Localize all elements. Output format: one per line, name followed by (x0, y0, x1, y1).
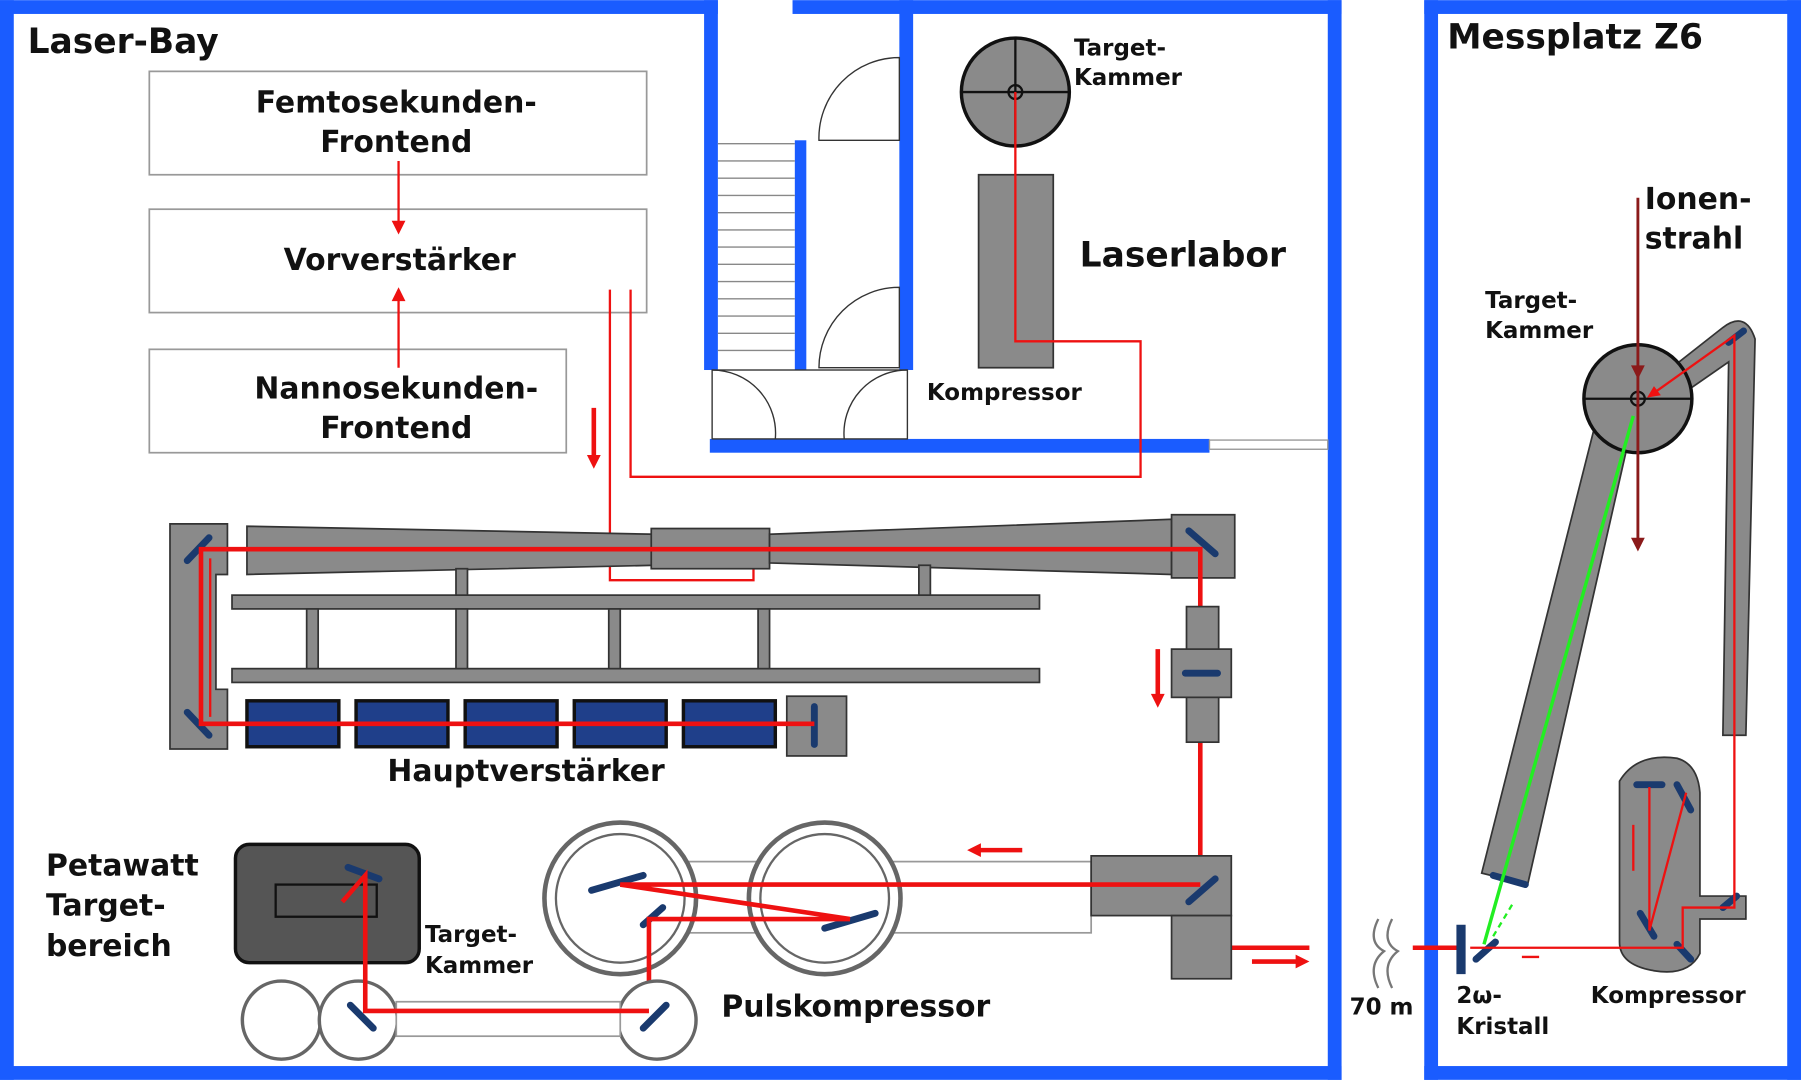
nanno-label-2: Frontend (320, 411, 472, 446)
stairwell (711, 56, 909, 440)
distance-label: 70 m (1350, 994, 1414, 1020)
target-kammer-z6-label-1: Target- (1485, 288, 1577, 314)
vorverstaerker-label: Vorverstärker (284, 243, 516, 278)
ionen-label-1: Ionen- (1645, 182, 1752, 217)
petawatt-label-1: Petawatt (46, 848, 199, 883)
petawatt-label-2: Target- (46, 889, 166, 924)
target-kammer-pw-label-2: Kammer (425, 953, 534, 979)
messplatz-equipment: Ionen- strahl Target- Kammer 2ω- Kristal… (1456, 182, 1756, 1040)
pulskompressor-label: Pulskompressor (721, 990, 990, 1025)
kristall-label-1: 2ω- (1456, 983, 1501, 1009)
target-kammer-z6-label-2: Kammer (1485, 318, 1594, 344)
kristall-label-2: Kristall (1456, 1014, 1549, 1040)
target-kammer-pw-label-1: Target- (425, 922, 517, 948)
target-kammer-label-1: Target- (1074, 35, 1166, 61)
kompressor-z6-label: Kompressor (1591, 983, 1747, 1009)
room-title-messplatz: Messplatz Z6 (1447, 17, 1703, 57)
nanno-label-1: Nannosekunden- (254, 372, 538, 407)
femto-label-1: Femtosekunden- (256, 86, 537, 121)
ionen-label-2: strahl (1645, 221, 1743, 256)
laserlabor-equipment: Target- Kammer Kompressor (608, 35, 1183, 582)
petawatt-target-area: Petawatt Target- bereich Target- Kammer (46, 842, 698, 1061)
room-title-laserlabor: Laserlabor (1080, 236, 1286, 276)
hauptverstaerker-label: Hauptverstärker (387, 754, 665, 789)
petawatt-label-3: bereich (46, 929, 172, 964)
frontend-block: Femtosekunden- Frontend Vorverstärker Na… (148, 70, 648, 469)
pulse-compressor: Pulskompressor (542, 820, 1310, 1025)
femto-label-2: Frontend (320, 125, 472, 160)
room-title-laser-bay: Laser-Bay (28, 22, 219, 62)
main-amplifier: Hauptverstärker (169, 513, 1310, 951)
kompressor-label: Kompressor (927, 380, 1083, 406)
transfer-line: 70 m (1350, 918, 1459, 1020)
target-kammer-label-2: Kammer (1074, 65, 1183, 91)
